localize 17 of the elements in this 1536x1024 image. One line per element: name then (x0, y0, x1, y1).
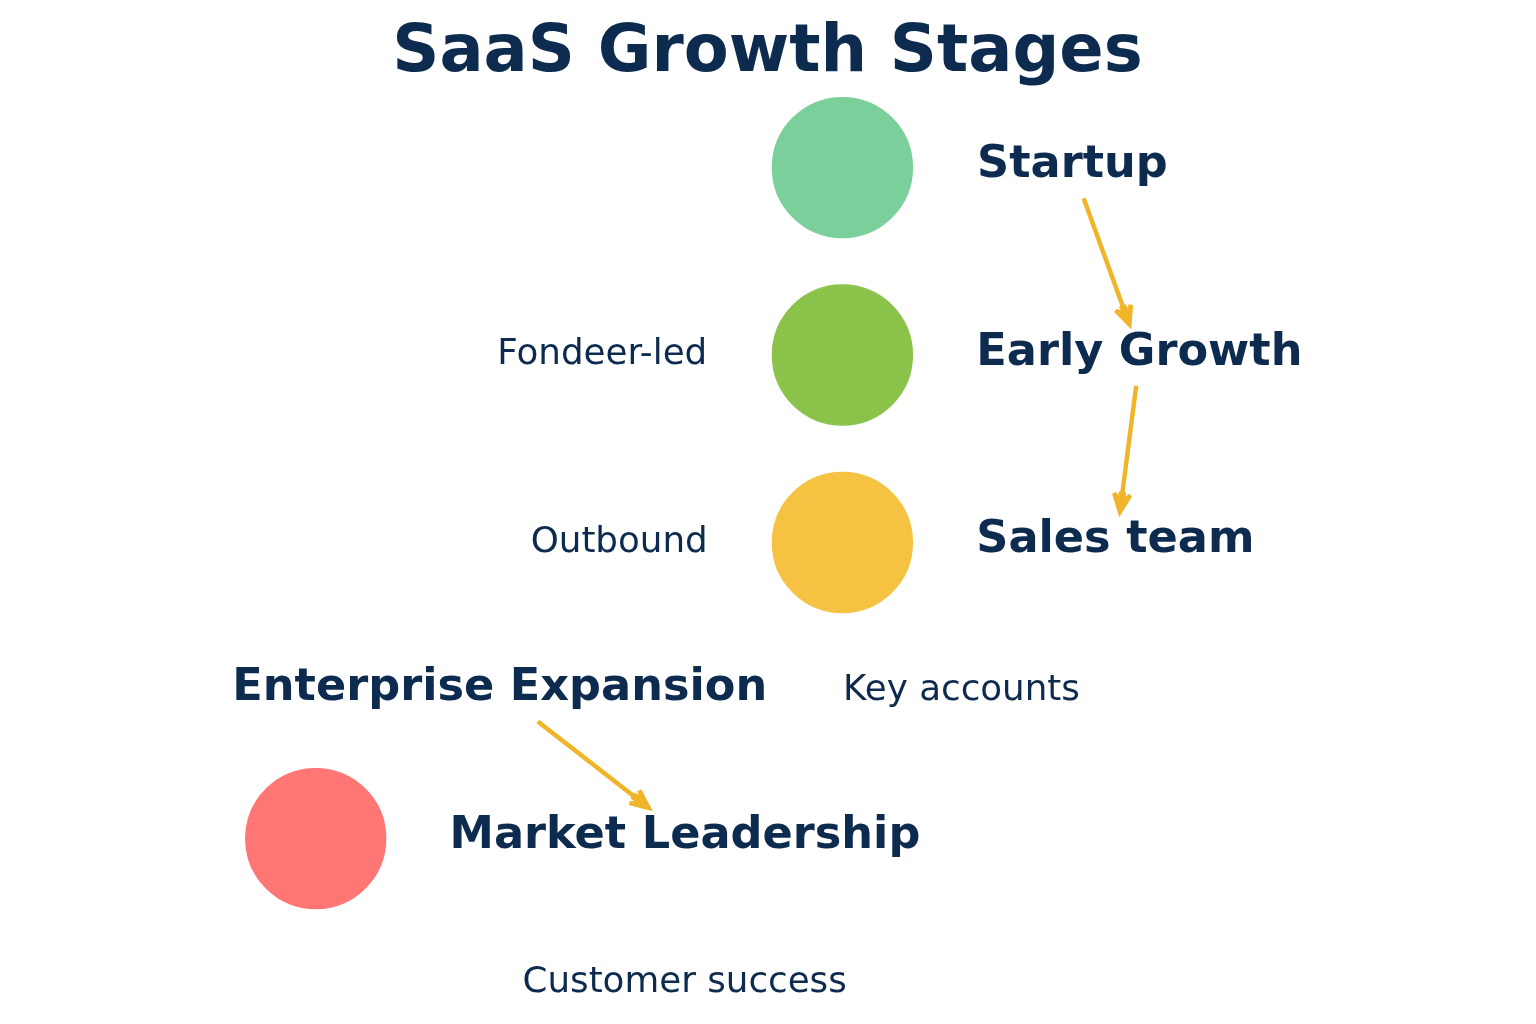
label: Outbound (530, 518, 708, 560)
node-text: Market Leadership (449, 807, 921, 860)
node-text: Startup (977, 136, 1168, 189)
node-text: Early Growth (976, 323, 1303, 376)
node-circle (245, 767, 387, 910)
node-text: Enterprise Expansion (232, 659, 768, 712)
node-circle (771, 96, 914, 239)
node-circle (771, 284, 914, 426)
node-circle (771, 471, 914, 614)
arrow (1112, 385, 1139, 515)
arrow (536, 719, 651, 810)
label: Fondeer-led (497, 331, 708, 373)
arrow (1081, 197, 1134, 327)
diagram-title: SaaS Growth Stages (392, 10, 1143, 87)
label: Key accounts (843, 666, 1080, 708)
label: Customer success (522, 959, 847, 1001)
node-text: Sales team (976, 511, 1255, 564)
